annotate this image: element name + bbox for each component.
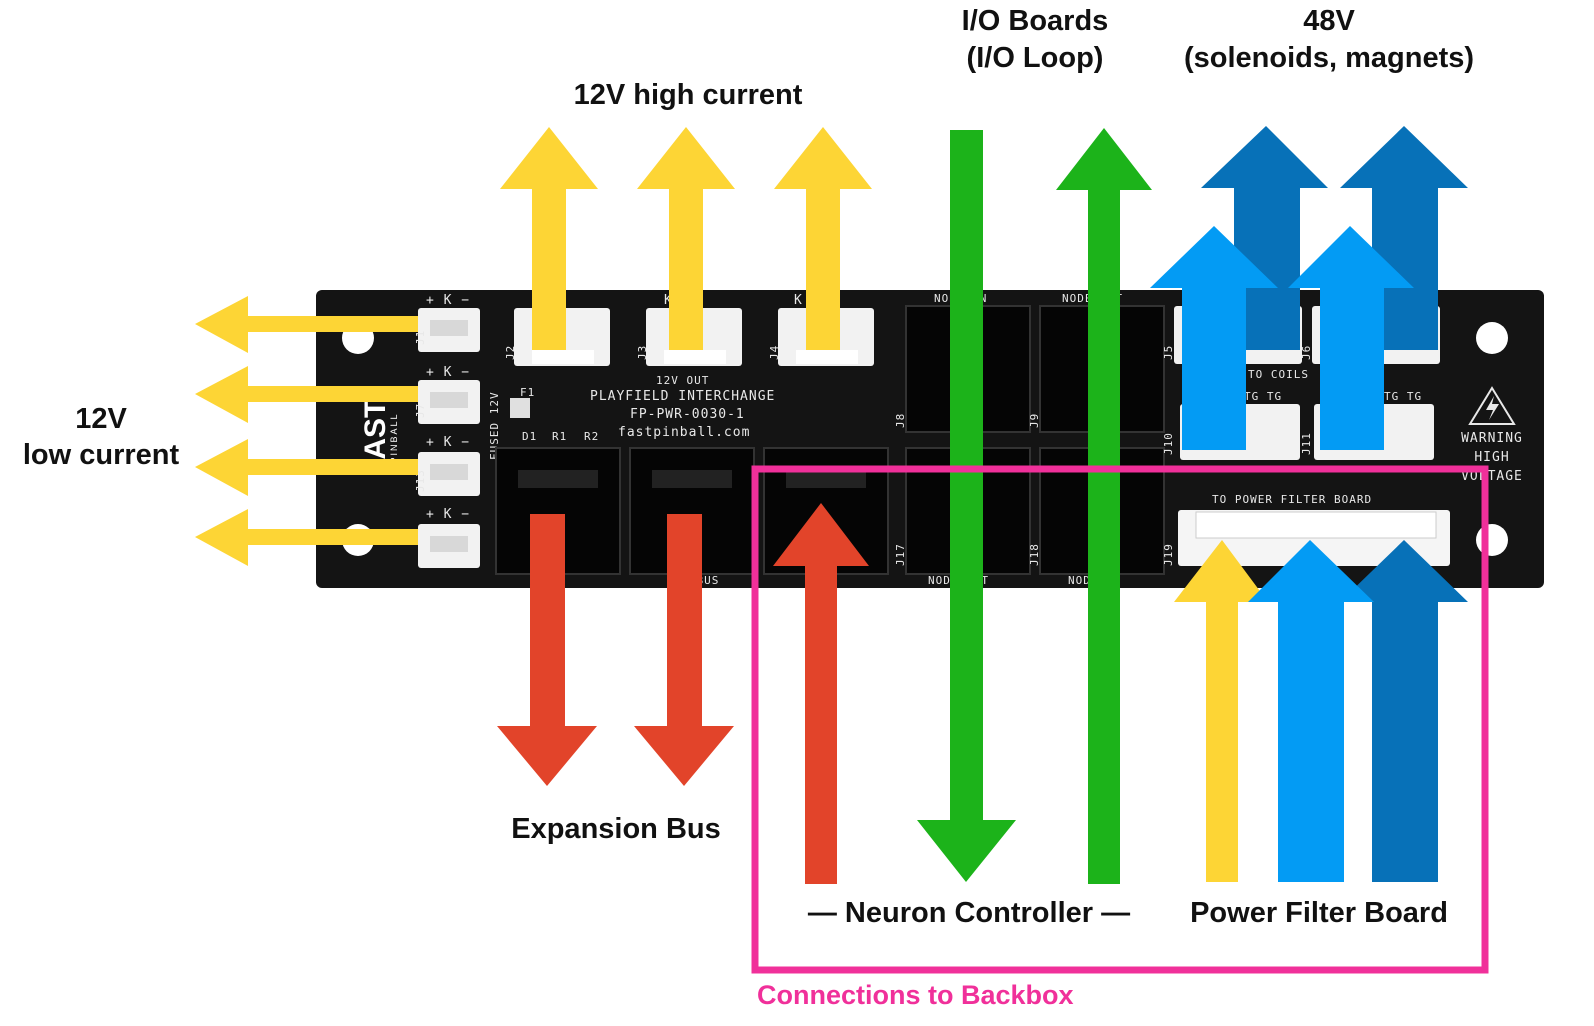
r2-label: R2 xyxy=(584,430,599,443)
pfb-dark-blue-arrow xyxy=(1340,540,1468,882)
arrows xyxy=(195,126,1468,884)
j11-label: J11 xyxy=(1300,432,1313,455)
high-current-arrow-1 xyxy=(500,127,598,350)
mount-hole-br xyxy=(1476,524,1508,556)
fuse-label: F1 xyxy=(520,386,535,399)
low-current-arrow-4 xyxy=(195,509,418,566)
fuse xyxy=(510,398,530,418)
expansion-bus-label: Expansion Bus xyxy=(511,813,721,845)
warning-line-3: VOLTAGE xyxy=(1461,469,1523,484)
coil-light-arrow-2 xyxy=(1288,226,1414,450)
coil-light-arrow-1 xyxy=(1150,226,1278,450)
io-loop-down-arrow xyxy=(917,130,1016,882)
expansion-bus-arrow-2 xyxy=(634,514,734,786)
low-current-label-line2: low current xyxy=(23,439,180,471)
j3-label: J3 xyxy=(636,345,649,360)
v48-label-line2: (solenoids, magnets) xyxy=(1184,42,1474,74)
board-title: PLAYFIELD INTERCHANGE xyxy=(590,389,775,404)
high-current-arrow-3 xyxy=(774,127,872,350)
j5-label: J5 xyxy=(1162,345,1175,360)
r1-label: R1 xyxy=(552,430,567,443)
low-current-connectors: + K − + K − + K − + K − xyxy=(418,293,480,568)
tg-label-2: TG TG xyxy=(1384,390,1422,403)
j6-label: J6 xyxy=(1300,345,1313,360)
j7-label: J7 xyxy=(414,403,427,418)
expansion-bus-arrow-1 xyxy=(497,514,597,786)
pin-label: + K − xyxy=(426,507,470,522)
pfb-yellow-arrow xyxy=(1174,540,1268,882)
j10-label: J10 xyxy=(1162,432,1175,455)
high-current-arrow-2 xyxy=(637,127,735,350)
to-coils-label: TO COILS xyxy=(1248,368,1309,381)
io-boards-label-line2: (I/O Loop) xyxy=(967,42,1104,74)
connections-to-backbox-label: Connections to Backbox xyxy=(757,980,1074,1010)
pfb-light-blue-arrow xyxy=(1248,540,1374,882)
low-current-label-line1: 12V xyxy=(75,403,127,435)
out-label: 12V OUT xyxy=(656,374,709,387)
j9-label: J9 xyxy=(1028,413,1041,428)
high-voltage-warning: WARNING HIGH VOLTAGE xyxy=(1461,386,1523,484)
website: fastpinball.com xyxy=(618,425,750,440)
v48-label-line1: 48V xyxy=(1303,5,1355,37)
j4-label: J4 xyxy=(768,345,781,360)
pin-label: + K − xyxy=(426,365,470,380)
neuron-controller-label: — Neuron Controller — xyxy=(808,897,1130,929)
d1-label: D1 xyxy=(522,430,537,443)
j1-label: J1 xyxy=(414,330,427,345)
v48-dark-arrow-1 xyxy=(1201,126,1328,350)
warning-line-2: HIGH xyxy=(1474,450,1509,465)
backbox-connections-frame xyxy=(751,465,1489,974)
j19-label: J19 xyxy=(1162,543,1175,566)
j18-label: J18 xyxy=(1028,543,1041,566)
fused-12v-label: FUSED 12V xyxy=(488,391,501,460)
mount-hole-tr xyxy=(1476,322,1508,354)
warning-line-1: WARNING xyxy=(1461,431,1523,446)
pin-label: + K − xyxy=(426,435,470,450)
labels: 12V high current 12V low current I/O Boa… xyxy=(23,5,1474,1010)
high-current-label: 12V high current xyxy=(574,79,803,111)
low-current-arrow-2 xyxy=(195,366,418,423)
part-number: FP-PWR-0030-1 xyxy=(630,407,745,422)
io-loop-up-arrow xyxy=(1056,128,1152,884)
neuron-exp-arrow xyxy=(773,503,869,884)
j2-label: J2 xyxy=(504,345,517,360)
io-boards-label-line1: I/O Boards xyxy=(962,5,1109,37)
low-current-arrow-3 xyxy=(195,439,418,496)
tg-label-1: TG TG xyxy=(1244,390,1282,403)
j17-label: J17 xyxy=(894,543,907,566)
to-power-filter-label: TO POWER FILTER BOARD xyxy=(1212,493,1372,506)
power-filter-board-label: Power Filter Board xyxy=(1190,897,1448,929)
board-logo-sub: PINBALL xyxy=(389,412,399,463)
pin-label: + K − xyxy=(426,293,470,308)
j8-label: J8 xyxy=(894,413,907,428)
low-current-arrow-1 xyxy=(195,296,418,353)
